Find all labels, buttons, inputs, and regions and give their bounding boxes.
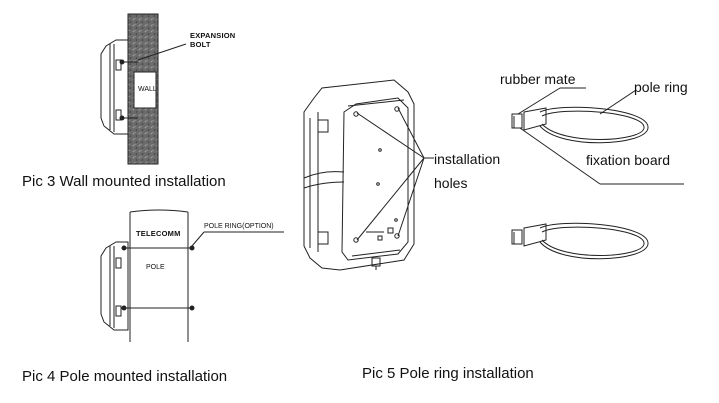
- pole-ring-option-label: POLE RING(OPTION): [204, 223, 274, 230]
- wall-mount-drawing: [100, 13, 187, 165]
- wall-label: WALL: [138, 86, 157, 93]
- telecomm-label: TELECOMM: [136, 229, 181, 238]
- box-back-drawing: [303, 79, 434, 271]
- installation-holes-label-line1: installation: [434, 151, 501, 167]
- expansion-bolt-label-line1: EXPANSION: [190, 31, 236, 40]
- installation-holes-label-line2: holes: [434, 175, 468, 191]
- expansion-bolt-label-line2: BOLT: [190, 40, 211, 49]
- pole-label: POLE: [146, 264, 165, 271]
- fixation-board-label: fixation board: [586, 152, 671, 168]
- pole-ring-drawing: [511, 87, 684, 260]
- pole-mount-drawing: [100, 209, 284, 342]
- pic4-caption: Pic 4 Pole mounted installation: [22, 368, 228, 385]
- rubber-mate-label: rubber mate: [500, 71, 576, 87]
- pic5-caption: Pic 5 Pole ring installation: [362, 365, 534, 382]
- pic3-caption: Pic 3 Wall mounted installation: [22, 173, 226, 190]
- pole-ring-label: pole ring: [634, 79, 688, 95]
- wall-window: [133, 71, 157, 109]
